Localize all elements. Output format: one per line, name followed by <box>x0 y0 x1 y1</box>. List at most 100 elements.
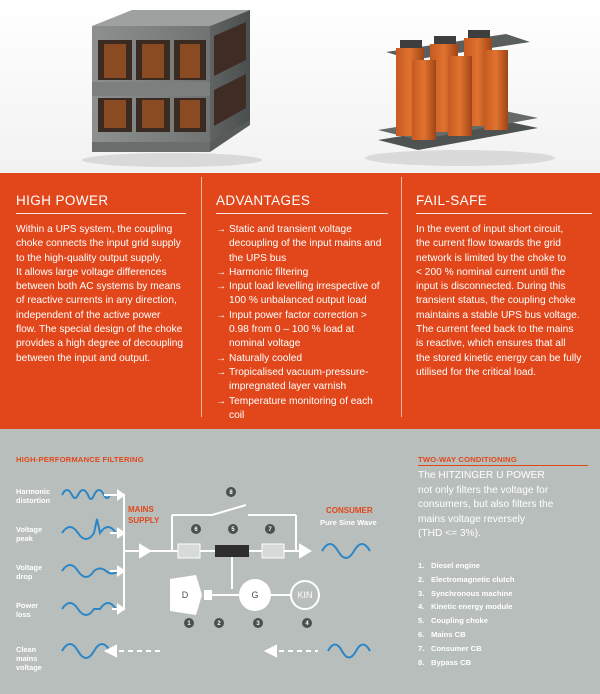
badge-1: 1 <box>187 621 191 627</box>
text-line: independent of the active power <box>16 309 161 321</box>
generator <box>239 579 271 611</box>
legend-item: 3.Synchronous machine <box>418 587 515 601</box>
high-power-title: HIGH POWER <box>16 193 109 208</box>
advantage-item: Static and transient voltage decoupling … <box>216 223 388 266</box>
info-band: HIGH POWER Within a UPS system, the coup… <box>0 173 600 429</box>
high-power-column: HIGH POWER Within a UPS system, the coup… <box>16 173 186 429</box>
consumer-cb <box>261 543 285 559</box>
label-line: SUPPLY <box>128 516 160 525</box>
component-legend: 1. Diesel engine 2.Electromagnetic clutch… <box>418 559 515 669</box>
kin-symbol: KIN <box>297 590 312 600</box>
mains-supply-label: MAINS SUPPLY <box>128 504 159 526</box>
advantage-item: Temperature monitoring of each coil <box>216 395 388 424</box>
text-line: transient status, the coupling choke <box>416 295 576 307</box>
label-line: drop <box>16 572 33 581</box>
text-line: mains voltage reversely <box>418 513 526 525</box>
legend-item: 6.Mains CB <box>418 628 515 642</box>
coupling-choke <box>215 545 249 557</box>
text-line: not only filters the voltage for <box>418 484 549 496</box>
diagram-panel: HIGH-PERFORMANCE FILTERING Harmonic dist… <box>0 429 600 694</box>
text-line: Within a UPS system, the coupling <box>16 224 173 235</box>
badge-7: 7 <box>268 527 272 533</box>
diesel-engine <box>170 575 202 615</box>
legend-label: Consumer CB <box>431 643 482 653</box>
two-way-rule <box>418 465 588 466</box>
legend-item: 8.Bypass CB <box>418 656 515 670</box>
label-line: voltage <box>16 663 42 672</box>
advantage-item: Tropicalised vacuum-pressure-impregnated… <box>216 366 388 395</box>
text-line: the stored kinetic energy can be fully <box>416 352 582 364</box>
power-loss-label: Power loss <box>16 601 38 619</box>
fail-safe-text: In the event of input short circuit, the… <box>416 223 581 380</box>
label-line: Voltage <box>16 525 43 534</box>
peak-wave <box>61 518 117 540</box>
clean-wave <box>61 643 111 659</box>
label-line: loss <box>16 610 31 619</box>
product-photos <box>0 0 600 173</box>
advantage-item: Naturally cooled <box>216 352 388 367</box>
text-line: input is disconnected. During this <box>416 281 566 293</box>
text-line: The current feed back to the mains <box>416 324 574 336</box>
text-line: of reactive currents in any direction, <box>16 295 177 307</box>
legend-label: Diesel engine <box>431 561 480 570</box>
advantages-list: Static and transient voltage decoupling … <box>216 223 388 423</box>
legend-item: 5.Coupling choke <box>418 614 515 628</box>
legend-item: 2.Electromagnetic clutch <box>418 573 515 587</box>
legend-number: 3. <box>418 588 425 598</box>
legend-item: 4. Kinetic energy module <box>418 600 515 614</box>
label-line: Voltage <box>16 563 43 572</box>
text-line: to the high-quality output supply. <box>16 252 162 264</box>
advantage-item: Harmonic filtering <box>216 266 388 281</box>
text-line: The HITZINGER U POWER <box>418 470 545 481</box>
clean-mains-label: Clean mains voltage <box>16 645 42 672</box>
label-line: Clean <box>16 645 37 654</box>
label-line: Power <box>16 601 39 610</box>
legend-number: 7. <box>418 643 425 653</box>
legend-item: 1. Diesel engine <box>418 559 515 573</box>
badge-8: 8 <box>229 490 233 496</box>
legend-label: Bypass CB <box>431 657 472 667</box>
text-line: between both AC systems by means <box>16 281 181 293</box>
legend-label: Coupling choke <box>431 616 488 626</box>
legend-number: 4. <box>418 602 425 612</box>
text-line: the current flow towards the grid <box>416 238 561 250</box>
fail-safe-column: FAIL-SAFE In the event of input short ci… <box>416 173 592 429</box>
consumer-wave <box>321 543 371 559</box>
open-choke-image <box>365 30 555 166</box>
legend-number: 1. <box>418 561 425 570</box>
label-line: MAINS <box>128 505 154 514</box>
text-line: between the input and output. <box>16 352 151 364</box>
badge-4: 4 <box>305 621 309 627</box>
advantages-column: ADVANTAGES Static and transient voltage … <box>216 173 388 429</box>
pure-sine-wave-label: Pure Sine Wave <box>320 518 377 527</box>
text-line: < 200 % nominal current until the <box>416 266 566 278</box>
voltage-peak-label: Voltage peak <box>16 525 42 543</box>
text-line: provides a high degree of decoupling <box>16 338 184 350</box>
clutch <box>204 590 212 600</box>
column-divider <box>401 177 402 417</box>
high-power-text: Within a UPS system, the coupling choke … <box>16 223 183 366</box>
generator-symbol: G <box>251 590 258 600</box>
text-line: flow. The special design of the choke <box>16 324 183 336</box>
text-line: choke connects the input grid supply <box>16 238 181 250</box>
advantage-item: Input power factor correction > 0.98 fro… <box>216 309 388 352</box>
label-line: distortion <box>16 496 51 505</box>
diesel-symbol: D <box>182 590 189 600</box>
label-line: peak <box>16 534 33 543</box>
text-line: It allows large voltage differences <box>16 266 167 278</box>
badge-6: 6 <box>194 527 198 533</box>
text-line: maintains a stable UPS bus voltage. <box>416 309 580 321</box>
label-line: Harmonic <box>16 487 51 496</box>
consumer-label: CONSUMER <box>326 506 373 515</box>
legend-label: Kinetic energy module <box>431 602 513 612</box>
loss-wave <box>61 602 117 616</box>
filtering-title: HIGH-PERFORMANCE FILTERING <box>16 455 144 464</box>
text-line: utilised for the critical load. <box>416 366 537 378</box>
column-divider <box>201 177 202 417</box>
harmonic-wave <box>61 489 111 500</box>
text-line: network is limited by the choke to <box>416 252 567 264</box>
high-power-rule <box>16 213 186 214</box>
legend-number: 6. <box>418 629 425 639</box>
fail-safe-rule <box>416 213 592 214</box>
fail-safe-title: FAIL-SAFE <box>416 193 488 208</box>
